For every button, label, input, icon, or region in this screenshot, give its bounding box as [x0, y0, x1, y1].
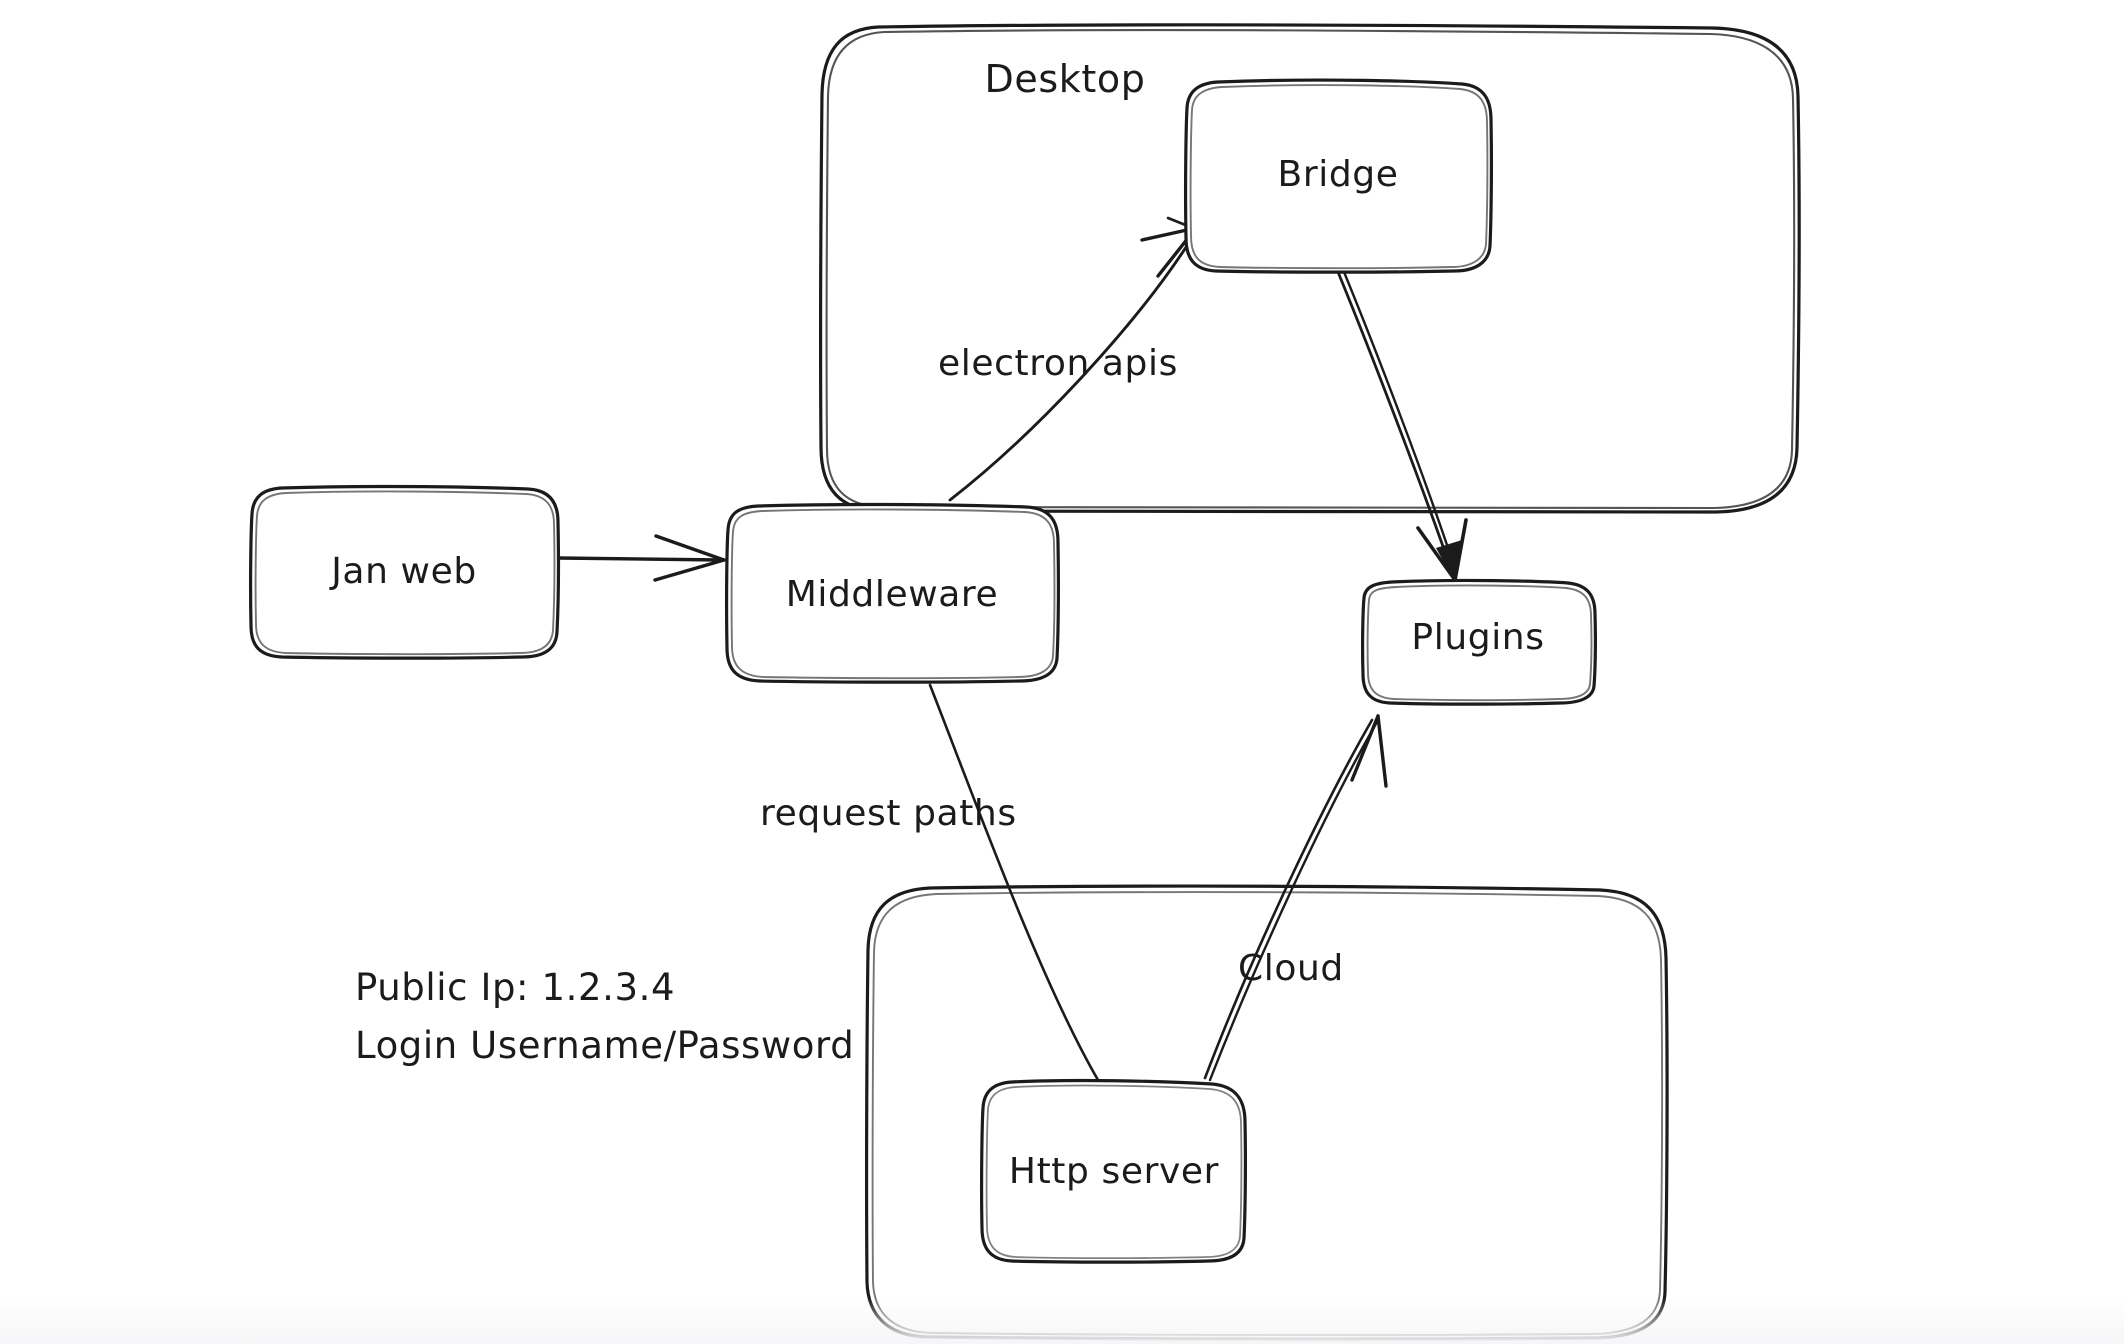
edge-httpserver-to-plugins[interactable] — [1203, 714, 1388, 1082]
container-desktop[interactable]: Desktop — [818, 23, 1801, 515]
node-middleware[interactable]: Middleware — [724, 502, 1061, 684]
node-label-bridge: Bridge — [1278, 154, 1399, 195]
node-label-middleware: Middleware — [786, 574, 999, 615]
note-login: Login Username/Password — [355, 1024, 854, 1067]
edge-label-cloud: Cloud — [1238, 948, 1344, 989]
node-label-http-server: Http server — [1009, 1151, 1219, 1192]
note-credentials: Public Ip: 1.2.3.4 Login Username/Passwo… — [355, 966, 854, 1067]
node-label-jan-web: Jan web — [329, 551, 477, 592]
edge-middleware-to-bridge[interactable]: electron apis — [938, 216, 1200, 502]
node-bridge[interactable]: Bridge — [1183, 78, 1494, 274]
node-jan-web[interactable]: Jan web — [248, 484, 561, 660]
node-label-plugins: Plugins — [1411, 617, 1544, 658]
node-plugins[interactable]: Plugins — [1360, 578, 1598, 706]
edge-bridge-to-plugins[interactable] — [1336, 270, 1468, 582]
edge-label-electron-apis: electron apis — [938, 343, 1178, 384]
node-http-server[interactable]: Http server — [979, 1078, 1248, 1264]
edge-middleware-to-httpserver[interactable] — [928, 683, 1100, 1082]
container-label-desktop: Desktop — [985, 57, 1146, 101]
edge-label-request-paths: request paths — [760, 793, 1017, 834]
note-public-ip: Public Ip: 1.2.3.4 — [355, 966, 675, 1009]
edge-janweb-to-middleware[interactable] — [556, 534, 726, 582]
